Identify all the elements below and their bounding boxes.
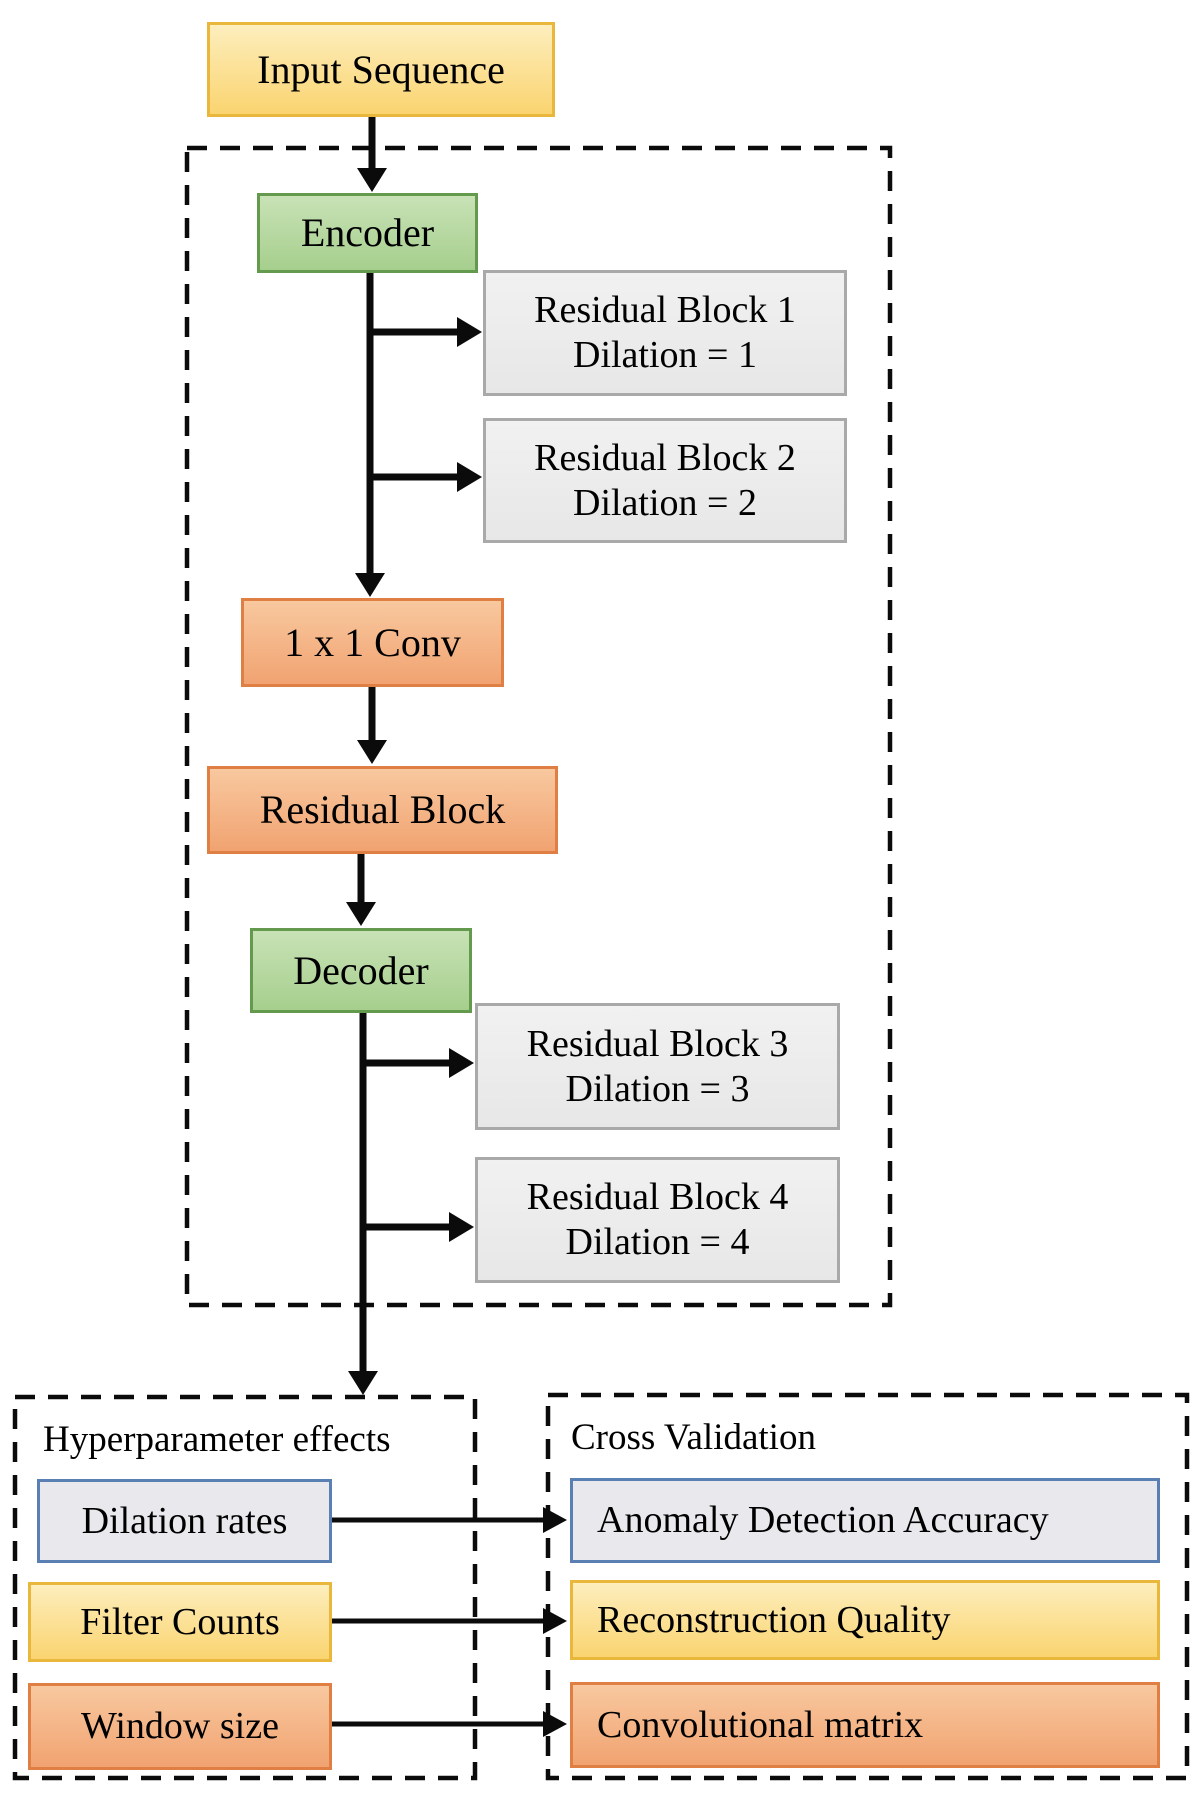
node-dilation-rates: Dilation rates — [37, 1479, 332, 1563]
arrow-residual-block-to-decoder — [346, 853, 376, 926]
node-label-line2: Dilation = 4 — [565, 1221, 750, 1263]
node-input-sequence: Input Sequence — [207, 22, 555, 117]
node-label: Decoder — [293, 947, 429, 993]
arrow-decoder-to-hyperparameter-panel — [348, 1013, 378, 1395]
arrow-encoder-to-residual-block-1 — [367, 317, 482, 347]
node-label-line1: Residual Block 1 — [534, 289, 796, 332]
node-residual-block-1: Residual Block 1 Dilation = 1 — [483, 270, 847, 396]
arrow-decoder-to-residual-block-4 — [360, 1212, 474, 1242]
node-convolutional-matrix: Convolutional matrix — [570, 1682, 1160, 1768]
cross-validation-panel-title: Cross Validation — [571, 1417, 816, 1458]
hyperparameter-panel-title: Hyperparameter effects — [43, 1419, 391, 1460]
node-label: Residual Block — [259, 787, 506, 833]
arrow-window-size-to-convolutional — [332, 1711, 567, 1737]
model-dashed-container — [184, 145, 893, 1308]
node-reconstruction-quality: Reconstruction Quality — [570, 1580, 1160, 1660]
node-label-line1: Residual Block 2 — [534, 436, 796, 479]
arrow-input-to-encoder — [357, 117, 387, 192]
arrow-conv-to-residual-block — [357, 686, 387, 764]
node-label-line1: Residual Block 3 — [526, 1022, 789, 1065]
node-decoder: Decoder — [250, 928, 472, 1013]
node-1x1-conv: 1 x 1 Conv — [241, 598, 504, 687]
node-label: Window size — [81, 1705, 279, 1748]
node-label: 1 x 1 Conv — [284, 619, 461, 665]
node-residual-block-2: Residual Block 2 Dilation = 2 — [483, 418, 847, 543]
node-filter-counts: Filter Counts — [28, 1582, 332, 1662]
cross-validation-dashed-container — [545, 1392, 1190, 1781]
arrow-decoder-to-residual-block-3 — [360, 1048, 474, 1078]
arrow-dilation-rates-to-accuracy — [332, 1507, 567, 1533]
node-label-line2: Dilation = 1 — [573, 334, 757, 376]
node-label-line2: Dilation = 2 — [573, 481, 757, 524]
node-label: Reconstruction Quality — [597, 1598, 951, 1641]
node-anomaly-detection-accuracy: Anomaly Detection Accuracy — [570, 1478, 1160, 1563]
node-label-line1: Residual Block 4 — [526, 1176, 789, 1219]
node-residual-block-4: Residual Block 4 Dilation = 4 — [475, 1157, 840, 1283]
arrow-filter-counts-to-reconstruction — [332, 1608, 567, 1634]
node-label: Encoder — [300, 210, 435, 256]
node-label-line2: Dilation = 3 — [565, 1067, 750, 1110]
node-label: Convolutional matrix — [597, 1703, 924, 1746]
node-residual-block-3: Residual Block 3 Dilation = 3 — [475, 1003, 840, 1130]
node-label: Dilation rates — [81, 1499, 288, 1542]
arrow-encoder-to-residual-block-2 — [367, 462, 482, 492]
node-residual-block: Residual Block — [207, 766, 558, 854]
node-window-size: Window size — [28, 1683, 332, 1770]
arrow-encoder-to-conv — [355, 273, 385, 597]
node-encoder: Encoder — [257, 193, 478, 273]
node-label: Input Sequence — [257, 46, 505, 92]
hyperparameter-dashed-container — [12, 1394, 478, 1781]
node-label: Filter Counts — [80, 1600, 280, 1643]
node-label: Anomaly Detection Accuracy — [597, 1499, 1049, 1542]
